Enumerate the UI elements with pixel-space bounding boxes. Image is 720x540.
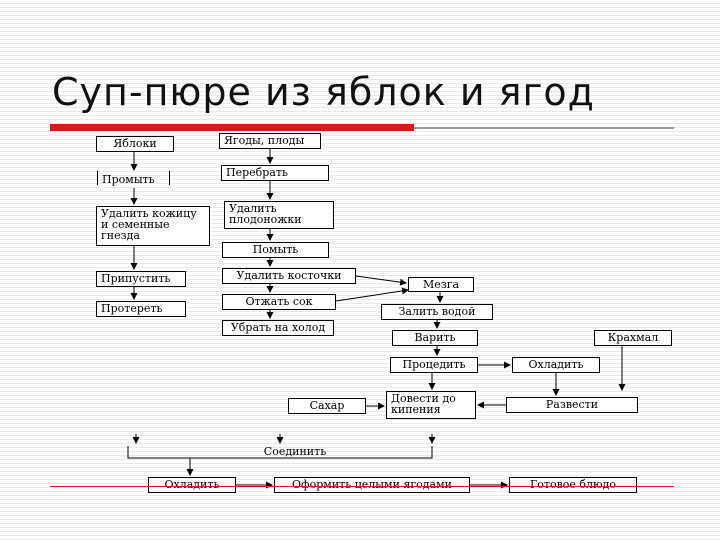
rub-box: Протереть [96, 301, 186, 317]
wash-apples-bracket-right [169, 171, 170, 185]
sugar-box: Сахар [288, 398, 366, 414]
combine-label: Соединить [263, 445, 327, 458]
title-accent-bar [50, 124, 414, 131]
page-title: Суп-пюре из яблок и ягод [52, 70, 595, 114]
add-water-box: Залить водой [381, 304, 493, 320]
combine-bracket [127, 446, 433, 459]
strain-box: Процедить [390, 357, 478, 373]
chill-box: Убрать на холод [222, 320, 334, 336]
decorate-box: Оформить целыми ягодами [274, 477, 470, 493]
squeeze-juice-box: Отжать сок [222, 294, 336, 310]
remove-stems-box: Удалить плодоножки [224, 201, 334, 229]
title-underline [414, 127, 674, 129]
footer-rule [50, 486, 674, 487]
cool-final-box: Охладить [148, 477, 236, 493]
stew-box: Припустить [96, 271, 186, 287]
starch-box: Крахмал [594, 330, 672, 346]
bring-to-boil-box: Довести до кипения [386, 391, 476, 419]
remove-core-box: Удалить кожицу и семенные гнезда [96, 206, 210, 246]
wash-berries-box: Помыть [222, 242, 329, 258]
wash-apples-bracket-left [97, 171, 98, 185]
berries-box: Ягоды, плоды [219, 133, 321, 149]
wash-apples-step: Промыть [102, 173, 155, 186]
finished-dish-box: Готовое блюдо [509, 477, 637, 493]
dilute-box: Развести [506, 397, 638, 413]
apples-box: Яблоки [96, 136, 174, 152]
arrow-juice-pulp [335, 287, 409, 302]
remove-pits-box: Удалить косточки [222, 268, 356, 284]
arrow-pits-pulp [355, 275, 407, 286]
pulp-box: Мезга [408, 277, 474, 292]
boil-box: Варить [392, 330, 478, 346]
sort-box: Перебрать [221, 165, 329, 181]
cool-box: Охладить [512, 357, 600, 373]
